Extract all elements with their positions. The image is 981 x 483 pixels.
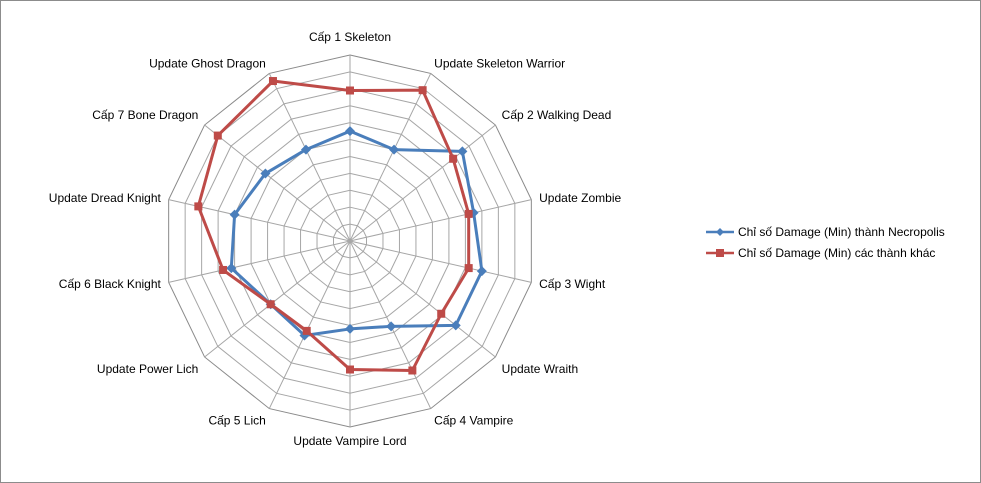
grid-spoke <box>268 240 351 409</box>
grid-spoke <box>268 73 351 242</box>
grid-spoke <box>168 240 351 283</box>
legend-label-necropolis: Chỉ số Damage (Min) thành Necropolis <box>738 224 945 239</box>
category-label: Cấp 5 Lich <box>208 414 265 428</box>
data-point-diamond <box>345 126 355 137</box>
data-point-square <box>213 131 222 140</box>
grid-spoke <box>349 199 532 242</box>
data-point-square <box>194 202 203 211</box>
grid-spoke <box>349 124 496 242</box>
data-point-square <box>437 309 446 318</box>
data-point-diamond <box>300 144 311 155</box>
grid-spoke <box>204 124 351 242</box>
category-label: Update Wraith <box>502 362 578 376</box>
category-label: Update Skeleton Warrior <box>434 56 565 70</box>
data-point-square <box>449 154 458 163</box>
data-series <box>194 77 487 375</box>
legend-item-other-towns: Chỉ số Damage (Min) các thành khác <box>706 242 945 263</box>
category-label: Update Dread Knight <box>49 191 162 205</box>
data-point-square <box>408 366 417 375</box>
data-point-diamond <box>345 323 355 334</box>
grid-spoke <box>204 240 351 358</box>
data-point-square <box>346 365 354 374</box>
data-point-diamond <box>226 263 237 274</box>
category-label: Cấp 3 Wight <box>539 277 606 291</box>
grid-spoke <box>349 240 532 283</box>
category-label: Cấp 2 Walking Dead <box>502 108 612 122</box>
data-point-diamond <box>229 209 240 220</box>
category-label: Update Vampire Lord <box>293 434 406 448</box>
grid-spoke <box>349 240 496 358</box>
category-label: Update Zombie <box>539 191 621 205</box>
data-point-square <box>418 86 427 95</box>
data-point-diamond <box>457 146 468 157</box>
category-label: Cấp 6 Black Knight <box>59 277 162 291</box>
data-point-square <box>268 77 277 86</box>
data-point-square <box>346 86 354 95</box>
data-point-diamond <box>476 266 487 277</box>
category-label: Cấp 7 Bone Dragon <box>92 108 198 122</box>
data-point-square <box>464 209 473 218</box>
category-label: Update Power Lich <box>97 362 198 376</box>
data-point-square <box>219 265 228 274</box>
data-point-diamond <box>386 321 397 332</box>
data-point-square <box>464 264 473 273</box>
legend-label-other-towns: Chỉ số Damage (Min) các thành khác <box>738 245 936 260</box>
grid-spoke <box>349 73 432 242</box>
data-point-diamond <box>450 320 461 331</box>
data-point-square <box>302 326 311 335</box>
legend-item-necropolis: Chỉ số Damage (Min) thành Necropolis <box>706 221 945 242</box>
data-point-square <box>266 300 275 309</box>
data-point-diamond <box>260 168 271 179</box>
category-label: Cấp 1 Skeleton <box>309 30 391 44</box>
legend-marker-square <box>706 248 734 257</box>
data-point-diamond <box>389 144 400 155</box>
legend-marker-diamond <box>706 227 734 236</box>
category-label: Cấp 4 Vampire <box>434 414 513 428</box>
category-label: Update Ghost Dragon <box>149 56 266 70</box>
legend: Chỉ số Damage (Min) thành Necropolis Chỉ… <box>706 221 945 263</box>
